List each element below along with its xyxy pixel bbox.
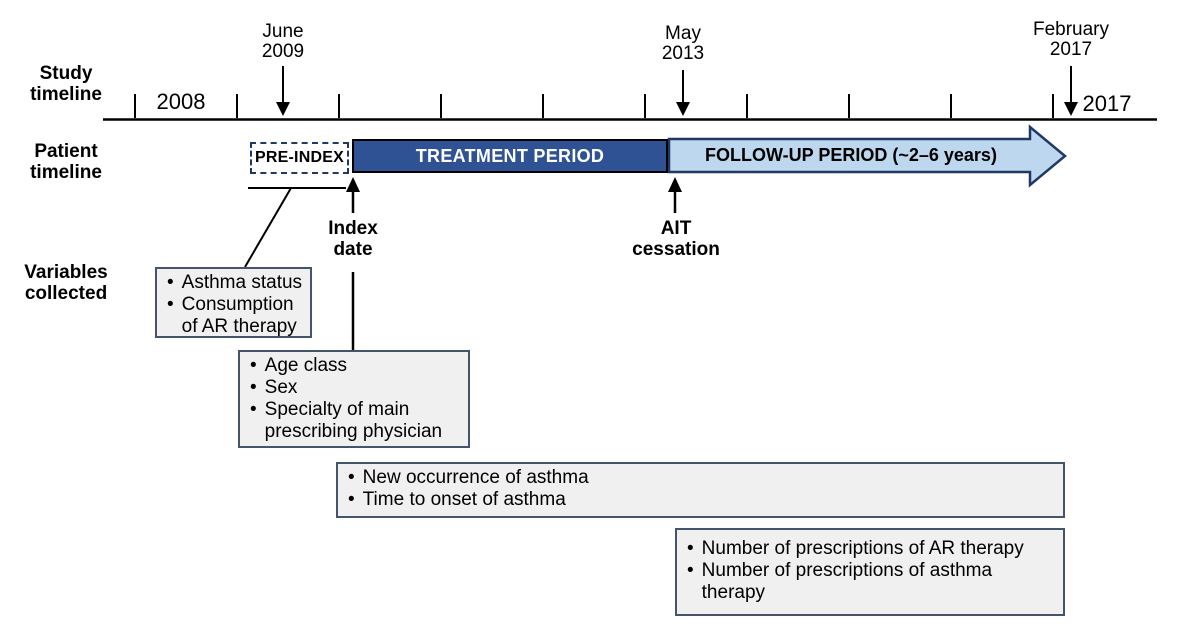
variable-item: • Consumption of AR therapy xyxy=(167,294,304,338)
axis-year-start-label: 2008 xyxy=(156,89,206,114)
variable-item: • Number of prescriptions of asthma thera… xyxy=(687,560,1057,604)
variables-box-treatment: • New occurrence of asthma • Time to onset … xyxy=(336,462,1065,518)
patient-timeline-row-label: Patient timeline xyxy=(30,141,102,183)
variables-box-index-date: • Age class • Sex • Specialty of main prescri… xyxy=(238,350,470,448)
may-2013-arrow-icon xyxy=(676,70,690,116)
bullet-icon: • xyxy=(250,355,257,376)
variable-item: • Age class xyxy=(250,355,462,377)
bullet-icon: • xyxy=(348,489,355,510)
ait-cessation-arrow-icon xyxy=(668,177,682,213)
variable-item-text: Sex xyxy=(264,377,298,398)
follow-up-period-label-wrap: FOLLOW-UP PERIOD (~2–6 years) xyxy=(672,139,1030,172)
follow-up-period-label: FOLLOW-UP PERIOD (~2–6 years) xyxy=(705,145,997,165)
pre-index-label: PRE-INDEX xyxy=(255,149,344,166)
index-date-arrow-icon xyxy=(346,177,360,213)
variables-collected-row-label: Variables collected xyxy=(24,262,108,304)
axis-ticks xyxy=(134,94,1054,118)
variable-item: • Number of prescriptions of AR therapy xyxy=(687,538,1057,560)
treatment-period-label: TREATMENT PERIOD xyxy=(415,145,605,166)
bullet-icon: • xyxy=(250,399,257,420)
variable-item: • Asthma status xyxy=(167,272,304,294)
variables-box-follow-up: • Number of prescriptions of AR therapy • N… xyxy=(675,528,1065,616)
bullet-icon: • xyxy=(250,377,257,398)
annotation-february-2017: February 2017 xyxy=(1032,19,1110,60)
follow-up-period-arrow xyxy=(667,124,1067,188)
ait-cessation-label: AIT cessation xyxy=(632,218,720,260)
pre-index-leader-line xyxy=(244,187,292,268)
treatment-period-bar: TREATMENT PERIOD xyxy=(352,139,668,173)
bullet-icon: • xyxy=(687,560,694,581)
variable-item-text: Specialty of main prescribing physician xyxy=(264,399,443,442)
variable-item-text: Number of prescriptions of asthma therap… xyxy=(701,560,993,603)
variable-item-text: New occurrence of asthma xyxy=(362,467,589,488)
variable-item-text: Consumption of AR therapy xyxy=(181,294,297,337)
variable-item: • Specialty of main prescribing physician xyxy=(250,399,462,443)
variable-item: • Sex xyxy=(250,377,462,399)
pre-index-period-box: PRE-INDEX xyxy=(250,142,349,174)
annotation-may-2013: May 2013 xyxy=(661,23,705,64)
bullet-icon: • xyxy=(167,294,174,315)
annotation-june-2009: June 2009 xyxy=(261,21,305,62)
bullet-icon: • xyxy=(167,272,174,293)
variable-item: • Time to onset of asthma xyxy=(348,489,1057,511)
variable-item: • New occurrence of asthma xyxy=(348,467,1057,489)
index-date-label: Index date xyxy=(328,218,378,260)
variable-item-text: Number of prescriptions of AR therapy xyxy=(701,538,1024,559)
axis-year-end-label: 2017 xyxy=(1082,91,1132,116)
variable-item-text: Asthma status xyxy=(181,272,303,293)
study-timeline-row-label: Study timeline xyxy=(30,63,102,105)
variable-item-text: Age class xyxy=(264,355,348,376)
february-2017-arrow-icon xyxy=(1064,66,1078,116)
variable-item-text: Time to onset of asthma xyxy=(362,489,566,510)
bullet-icon: • xyxy=(348,467,355,488)
june-2009-arrow-icon xyxy=(276,66,290,116)
variables-box-pre-index: • Asthma status • Consumption of AR therapy xyxy=(155,267,312,338)
bullet-icon: • xyxy=(687,538,694,559)
